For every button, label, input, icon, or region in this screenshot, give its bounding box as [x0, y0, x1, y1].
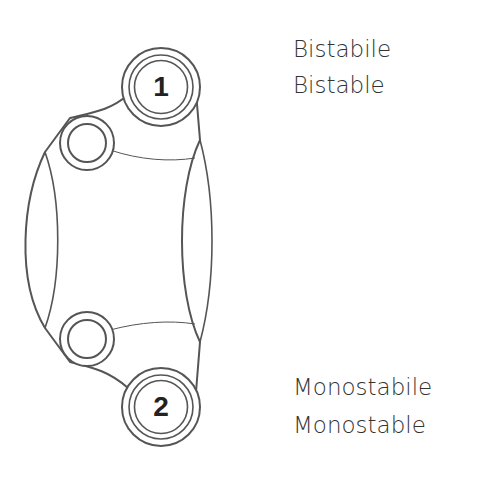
mode-label: Bistable	[293, 72, 385, 100]
lower-lug	[60, 312, 114, 366]
lower-lug-hole	[68, 320, 106, 358]
mode-label: Monostable	[293, 412, 426, 440]
upper-lug-hole	[68, 124, 106, 162]
upper-lug	[60, 116, 114, 170]
lower-web-line	[110, 322, 195, 330]
boss-ring	[134, 380, 187, 433]
right-lens-line	[200, 140, 212, 342]
callout-number: 2	[153, 393, 169, 421]
boss-ring	[122, 48, 200, 126]
left-lens-line	[45, 152, 58, 328]
callout-circle: 1	[120, 46, 202, 128]
mode-label: Bistabile	[293, 36, 391, 64]
boss-ring	[134, 60, 187, 113]
callout-circle: 2	[120, 366, 202, 448]
upper-web-line	[110, 150, 195, 160]
callout-number: 1	[153, 73, 169, 101]
boss-ring	[129, 375, 193, 439]
bracket-body	[25, 92, 200, 392]
boss-ring	[122, 368, 200, 446]
boss-ring	[129, 55, 193, 119]
mode-label: Monostabile	[293, 374, 432, 402]
